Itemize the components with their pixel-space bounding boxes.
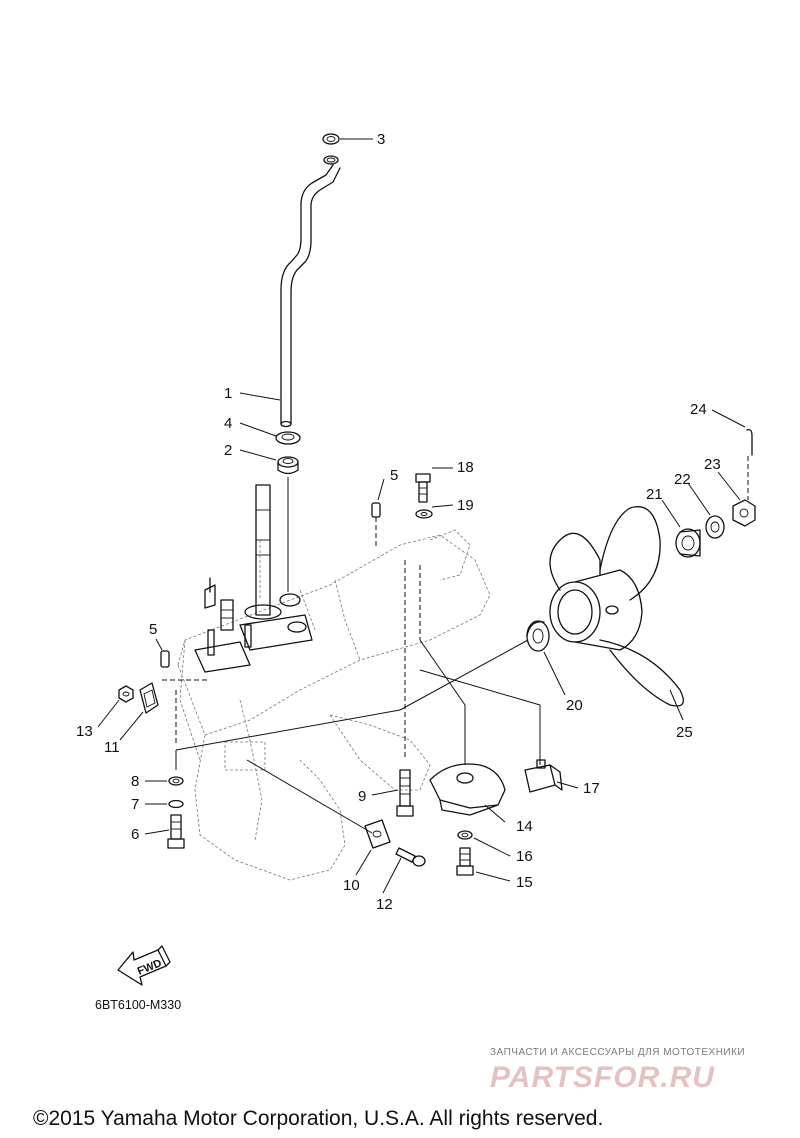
anode-10 (364, 819, 391, 849)
propeller-25 (549, 506, 684, 707)
grommet-3 (322, 133, 340, 145)
grommet-2 (277, 456, 299, 592)
drawing-code: 6BT6100-M330 (95, 998, 181, 1012)
nut-13 (118, 685, 134, 703)
callout-7: 7 (131, 796, 139, 813)
callout-16: 16 (516, 848, 533, 865)
watermark-tagline: ЗАПЧАСТИ И АКСЕССУАРЫ ДЛЯ МОТОТЕХНИКИ (490, 1047, 745, 1058)
callout-17: 17 (583, 780, 600, 797)
washer-8 (168, 776, 184, 786)
bolt-12 (395, 847, 426, 867)
washer-16 (457, 830, 473, 840)
callout-24: 24 (690, 401, 707, 418)
callout-15: 15 (516, 874, 533, 891)
watermark-brand: PARTSFOR.RU (490, 1061, 715, 1094)
callout-22: 22 (674, 471, 691, 488)
washer-19 (415, 509, 433, 519)
callout-1: 1 (224, 385, 232, 402)
lower-casing (177, 529, 491, 881)
callout-6: 6 (131, 826, 139, 843)
callout-21: 21 (646, 486, 663, 503)
copyright-text: ©2015 Yamaha Motor Corporation, U.S.A. A… (33, 1107, 603, 1130)
callout-25: 25 (676, 724, 693, 741)
dowel-pin-lower (160, 650, 170, 668)
callout-3: 3 (377, 131, 385, 148)
bolt-15 (456, 847, 474, 876)
callout-12: 12 (376, 896, 393, 913)
spacer-22 (705, 515, 725, 539)
callout-23: 23 (704, 456, 721, 473)
nut-23 (732, 499, 756, 527)
callout-9: 9 (358, 788, 366, 805)
leader-lines (97, 138, 746, 894)
trim-tab-14 (429, 763, 506, 816)
plate-11 (139, 682, 159, 714)
washer-21 (675, 528, 701, 558)
callout-5-lower: 5 (149, 621, 157, 638)
callout-5-upper: 5 (390, 467, 398, 484)
callout-14: 14 (516, 818, 533, 835)
callout-20: 20 (566, 697, 583, 714)
callout-labels: 1 2 3 4 5 5 6 7 8 9 10 11 12 13 14 15 16… (76, 131, 721, 913)
bolt-6 (167, 814, 185, 849)
washer-7 (168, 799, 184, 809)
cotter-pin-24 (746, 428, 753, 500)
bolt-18 (415, 473, 431, 503)
callout-13: 13 (76, 723, 93, 740)
fwd-arrow-icon: FWD (117, 945, 171, 986)
callout-8: 8 (131, 773, 139, 790)
spacer-20 (526, 620, 550, 652)
callout-11: 11 (104, 739, 120, 756)
driveshaft-assembly (194, 484, 313, 673)
callout-19: 19 (457, 497, 474, 514)
seal-4 (275, 431, 301, 445)
water-tube (280, 155, 341, 428)
dowel-pin-upper (371, 502, 381, 548)
callout-18: 18 (457, 459, 474, 476)
fwd-label: FWD (136, 957, 164, 978)
callout-2: 2 (224, 442, 232, 459)
anode-17 (524, 759, 563, 793)
callout-10: 10 (343, 877, 360, 894)
guide-lines (162, 560, 541, 834)
bolt-9 (396, 769, 414, 817)
callout-4: 4 (224, 415, 232, 432)
